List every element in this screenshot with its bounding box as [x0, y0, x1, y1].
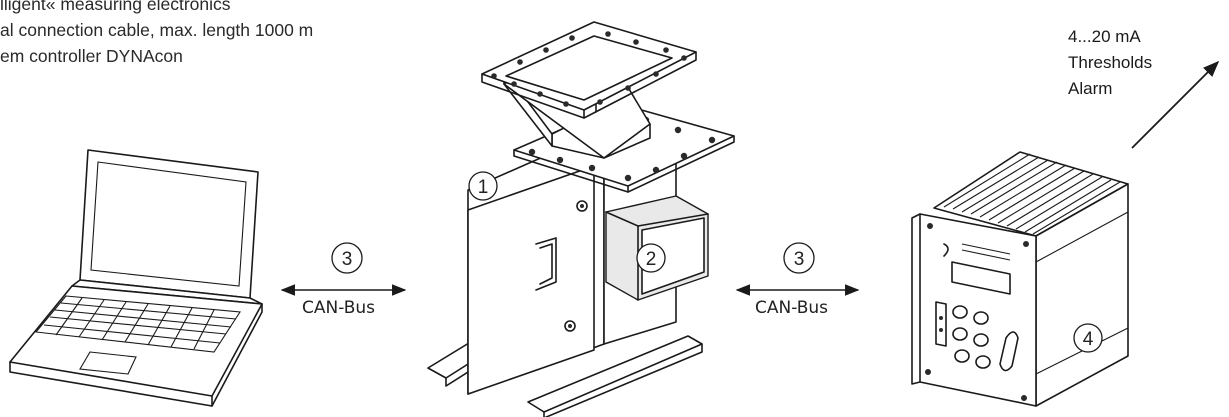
can-bus-arrow-left: 3: [280, 242, 407, 296]
output-thresholds: Thresholds: [1068, 53, 1153, 72]
legend-line-controller: em controller DYNAcon: [0, 46, 183, 66]
callout-4: [1073, 323, 1103, 353]
can-bus-arrow-right: 3: [735, 242, 860, 296]
controller-unit-icon: 4: [911, 151, 1129, 407]
can-bus-label-left: CAN-Bus: [302, 298, 376, 318]
callout-2: [636, 243, 666, 273]
callout-4-label: 4: [1083, 329, 1094, 350]
callout-2-label: 2: [646, 249, 657, 270]
callout-3-right-label: 3: [794, 249, 805, 270]
measuring-chute-icon: 1 2: [427, 21, 735, 417]
callout-3-left: [331, 242, 363, 274]
output-current: 4...20 mA: [1068, 27, 1141, 46]
legend: lligent« measuring electronics al connec…: [0, 0, 313, 69]
callout-1: [468, 171, 498, 201]
legend-line-electronics: lligent« measuring electronics: [0, 0, 231, 14]
output-alarm: Alarm: [1068, 79, 1113, 98]
output-arrow: [1131, 60, 1220, 149]
callout-3-right: [783, 242, 815, 274]
legend-line-cable: al connection cable, max. length 1000 m: [0, 20, 314, 40]
outputs-list: 4...20 mA Thresholds Alarm: [1068, 24, 1152, 102]
laptop-icon: [9, 149, 263, 407]
callout-1-label: 1: [478, 177, 489, 198]
callout-3-left-label: 3: [342, 249, 353, 270]
can-bus-label-right: CAN-Bus: [755, 298, 829, 318]
